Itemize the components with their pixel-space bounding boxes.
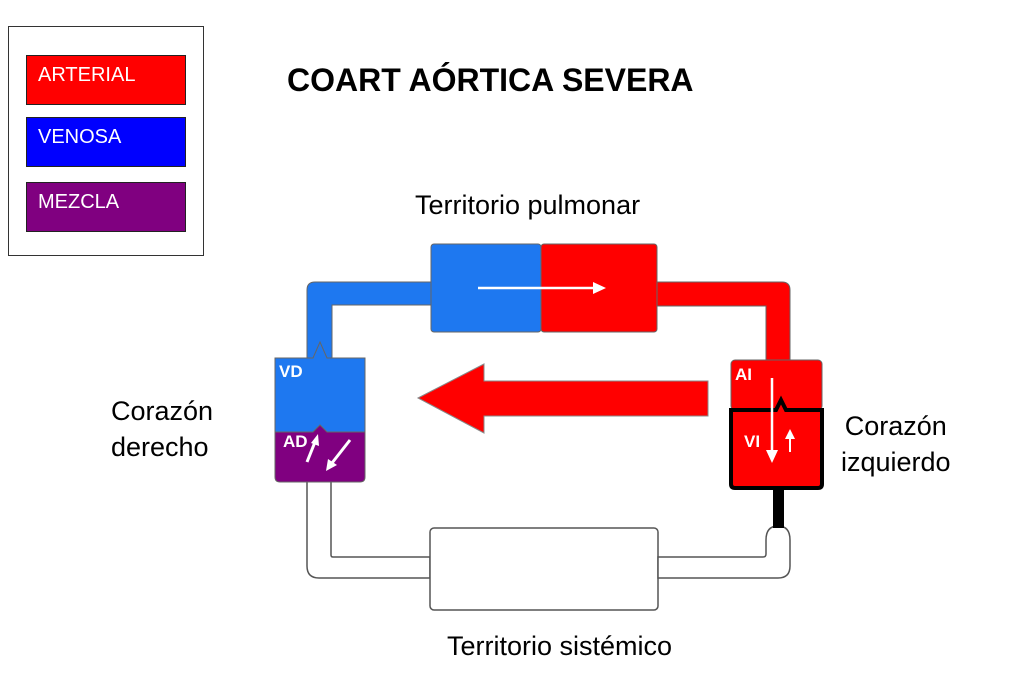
pulmonary-flow-arrow-head xyxy=(593,282,606,294)
legend-mezcla: MEZCLA xyxy=(26,182,186,232)
left-heart-label: Corazón izquierdo xyxy=(841,408,951,480)
systemic-vein xyxy=(306,479,431,579)
diagram-title: COART AÓRTICA SEVERA xyxy=(287,62,694,98)
vi-up-arrow-head xyxy=(785,429,795,439)
left-heart-label-line1: Corazón xyxy=(844,411,947,441)
systemic-artery xyxy=(657,525,791,579)
chamber-label-vd: VD xyxy=(279,362,303,381)
right-heart-label-line2: derecho xyxy=(111,432,209,462)
left-heart-label-line2: izquierdo xyxy=(841,447,951,477)
right-heart-label: Corazón derecho xyxy=(111,393,213,465)
pulmonary-vein-vessel xyxy=(656,281,791,363)
legend-arterial: ARTERIAL xyxy=(26,55,186,105)
right-heart xyxy=(274,340,366,483)
ad-arrow-down xyxy=(330,439,352,464)
ad-arrow-up-head xyxy=(311,434,319,446)
pulmonary-territory-label: Territorio pulmonar xyxy=(415,190,641,220)
pulmonary-circuit xyxy=(306,243,791,363)
ad-arrow-up xyxy=(305,441,317,463)
left-heart xyxy=(729,359,824,528)
left-ventricle-shape xyxy=(729,395,824,490)
chamber-label-ad: AD xyxy=(283,432,308,451)
pulmonary-artery-vessel xyxy=(306,281,432,363)
right-atrium-shape xyxy=(274,424,366,483)
shunt-arrow xyxy=(416,363,709,434)
ai-vi-arrow-head xyxy=(766,450,778,463)
right-ventricle-shape xyxy=(274,340,366,433)
aorta-coarctation xyxy=(773,488,784,528)
right-heart-label-line1: Corazón xyxy=(111,396,214,426)
systemic-vessels xyxy=(306,479,791,611)
ad-arrow-down-head xyxy=(326,459,337,471)
legend-box: ARTERIAL VENOSA MEZCLA xyxy=(8,26,204,256)
chamber-label-vi: VI xyxy=(744,432,761,451)
legend-venosa: VENOSA xyxy=(26,117,186,167)
chamber-label-ai: AI xyxy=(735,365,752,384)
systemic-territory-box xyxy=(429,527,659,611)
systemic-territory-label: Territorio sistémico xyxy=(447,631,673,661)
